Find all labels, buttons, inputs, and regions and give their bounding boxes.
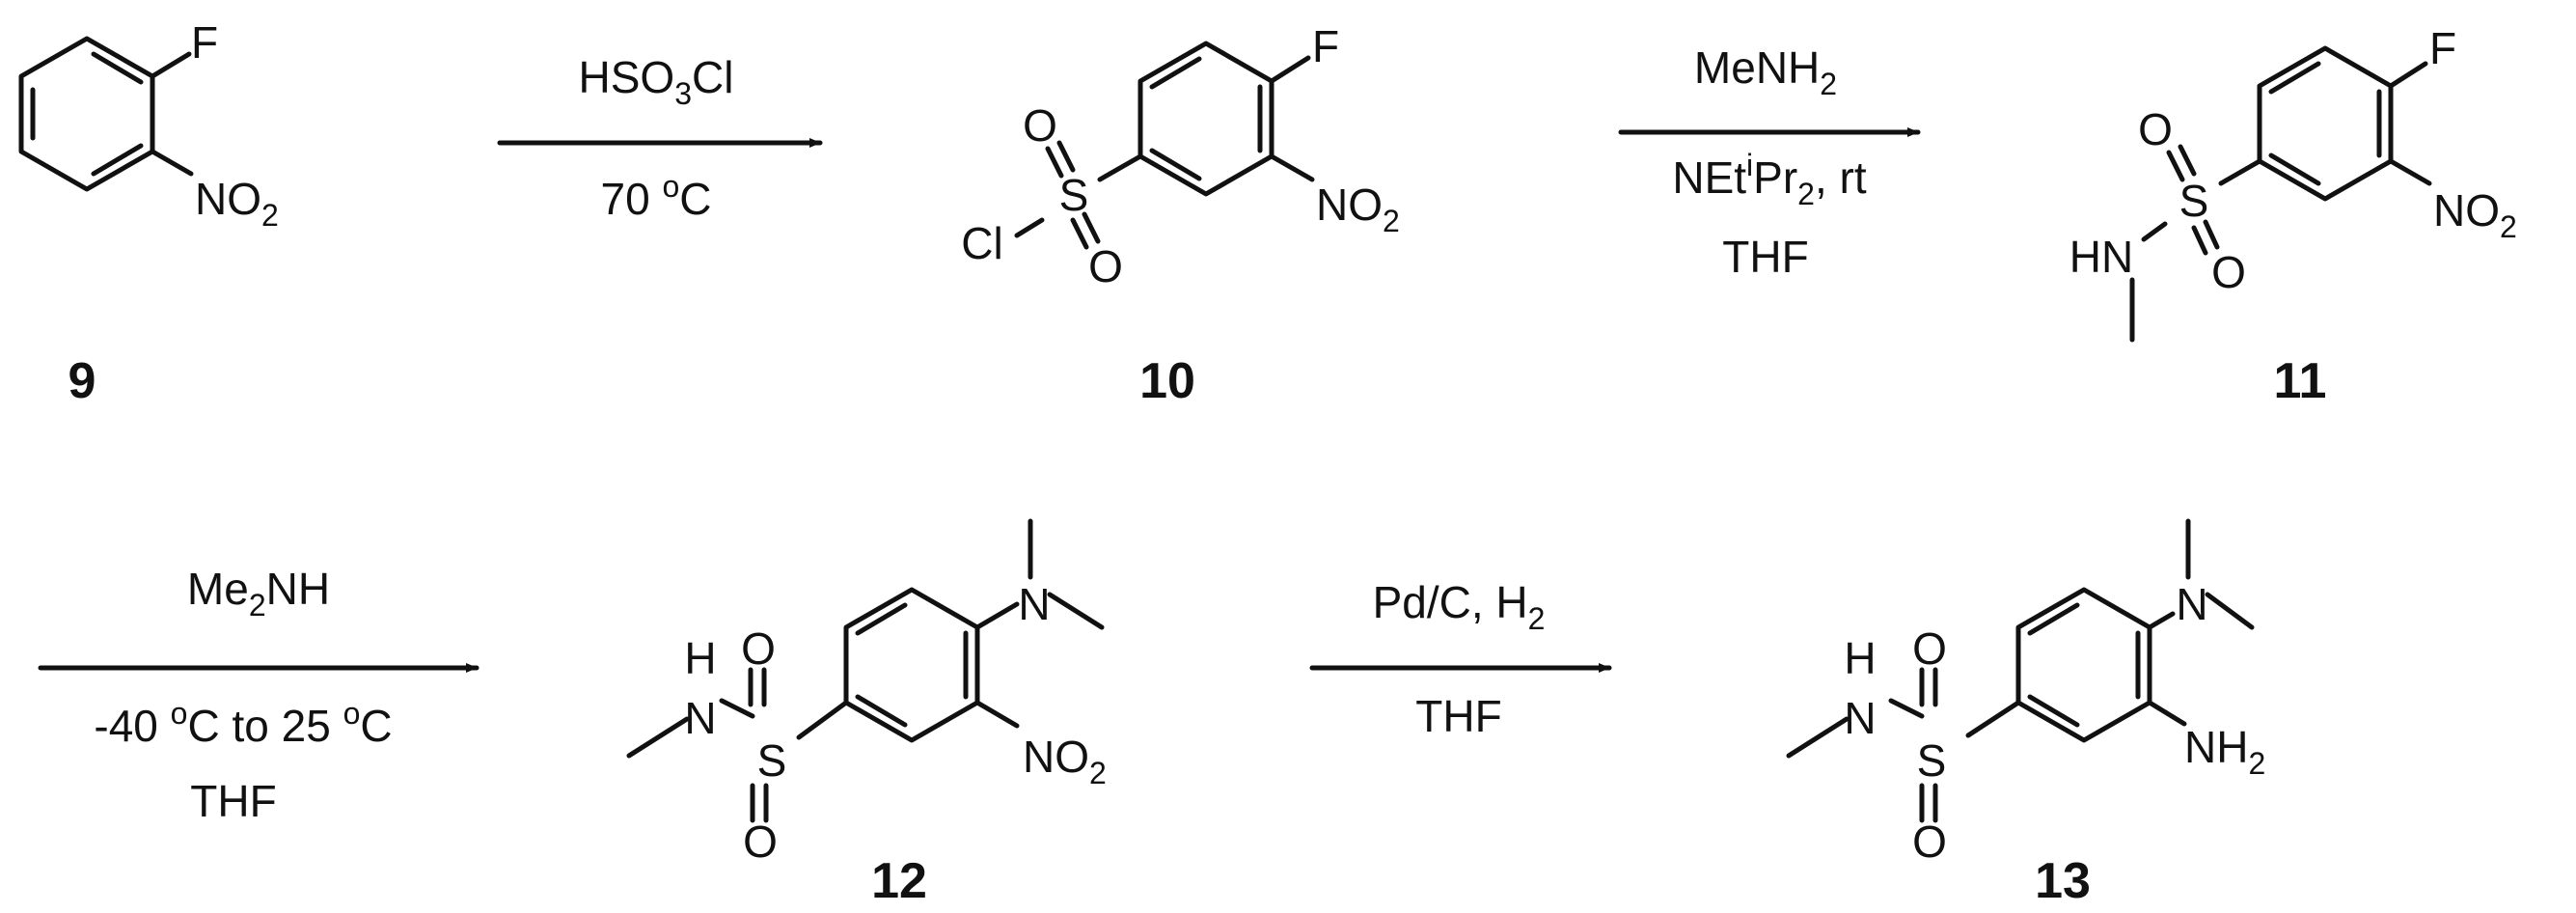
compound-9: F NO2 9 xyxy=(18,17,279,409)
atom-oxygen-bottom: O xyxy=(2211,247,2246,297)
atom-oxygen-bottom: O xyxy=(743,816,778,867)
compound-number-12: 12 xyxy=(871,853,927,909)
atom-fluorine: F xyxy=(191,17,218,68)
atom-sulfur: S xyxy=(757,735,787,786)
reaction-arrow-1: HSO3Cl 70 oC xyxy=(497,52,823,224)
atom-hydrogen: H xyxy=(1844,633,1876,683)
bond-to-dimethylamino xyxy=(2147,611,2176,630)
atom-amide-nitrogen: N xyxy=(1844,693,1876,743)
reaction-arrow-2: MeNH2 NEtiPr2, rt THF xyxy=(1618,42,1921,282)
atom-chlorine: Cl xyxy=(961,218,1002,268)
sulfonyl-bonds xyxy=(719,667,769,823)
nitro-group-label: NO2 xyxy=(195,174,279,233)
atom-fluorine: F xyxy=(1312,21,1339,71)
nitro-group-label: NO2 xyxy=(1316,180,1400,238)
atom-amide-nitrogen: N xyxy=(684,693,716,743)
ring-double-bonds xyxy=(2027,602,2141,728)
compound-number-13: 13 xyxy=(2035,853,2091,909)
ring-bonds xyxy=(1137,41,1274,197)
bond-to-nitro xyxy=(2388,158,2432,186)
bond-to-nitro xyxy=(1269,153,1315,182)
compound-11: F NO2 S O O HN 11 xyxy=(2069,23,2517,409)
nitro-group-label: NO2 xyxy=(1023,732,1107,790)
nitro-group-label: NO2 xyxy=(2433,185,2517,244)
reaction-arrow-4: Pd/C, H2 THF xyxy=(1309,577,1612,741)
atom-oxygen-bottom: O xyxy=(1912,816,1947,867)
bond-to-nitro xyxy=(150,149,194,177)
ring-bonds xyxy=(2257,45,2394,202)
atom-hydrogen: H xyxy=(684,633,716,683)
ring-bonds xyxy=(18,36,155,192)
ring-bonds xyxy=(843,587,980,743)
atom-oxygen-top: O xyxy=(1023,100,1057,151)
bond-to-sulfur xyxy=(1965,700,2021,738)
compound-number-11: 11 xyxy=(2274,353,2327,409)
bond-n-methyl xyxy=(1786,716,1850,759)
condition-label-2: THF xyxy=(1722,232,1808,282)
reagent-label: Me2NH xyxy=(187,564,330,622)
bond-to-sulfur xyxy=(1097,153,1143,182)
bond-to-fluorine xyxy=(1269,55,1311,84)
condition-label: 70 oC xyxy=(601,169,712,224)
atom-nitrogen: N xyxy=(1018,579,1050,629)
dimethylamino-methyls xyxy=(1028,518,1105,630)
atom-nitrogen: N xyxy=(2176,579,2207,629)
bond-to-dimethylamino xyxy=(974,601,1020,630)
bond-to-sulfur xyxy=(2218,158,2262,186)
atom-sulfur: S xyxy=(1917,735,1947,786)
reagent-label: MeNH2 xyxy=(1694,42,1837,101)
compound-12: N NO2 S O O H N 12 xyxy=(626,518,1107,909)
atom-amine-nh: HN xyxy=(2069,232,2133,282)
reaction-arrow-3: Me2NH -40 oC to 25 oC THF xyxy=(38,564,480,826)
ring-double-bonds xyxy=(855,602,969,728)
condition-label-2: THF xyxy=(190,776,276,826)
sulfonyl-bonds xyxy=(1888,667,1938,823)
reagent-label: Pd/C, H2 xyxy=(1373,577,1546,636)
bond-to-nitro xyxy=(974,700,1020,729)
ring-double-bonds xyxy=(2268,61,2382,186)
atom-fluorine: F xyxy=(2429,23,2456,73)
bond-to-sulfur xyxy=(796,700,849,740)
atom-sulfur: S xyxy=(2179,176,2209,226)
condition-label-1: NEtiPr2, rt xyxy=(1672,148,1866,211)
ring-double-bonds xyxy=(1149,56,1263,181)
atom-oxygen-bottom: O xyxy=(1088,241,1123,291)
atom-oxygen-top: O xyxy=(1912,623,1947,674)
bond-to-amine xyxy=(2147,700,2187,727)
bond-to-fluorine xyxy=(2388,61,2428,89)
ring-double-bonds xyxy=(30,51,144,177)
bond-n-methyl xyxy=(626,716,690,759)
reagent-label: HSO3Cl xyxy=(579,52,734,111)
condition-label: THF xyxy=(1415,691,1501,741)
bond-to-fluorine xyxy=(150,51,192,79)
compound-13: N NH2 S O O H N 13 xyxy=(1786,518,2265,909)
atom-oxygen-top: O xyxy=(2138,104,2173,154)
sulfonyl-bonds xyxy=(1014,140,1101,250)
atom-oxygen-top: O xyxy=(741,623,776,674)
amine-group-label: NH2 xyxy=(2184,722,2265,781)
compound-number-9: 9 xyxy=(69,353,96,409)
compound-10: F NO2 S O O Cl 10 xyxy=(961,21,1400,409)
condition-label-1: -40 oC to 25 oC xyxy=(94,696,392,751)
ring-bonds xyxy=(2015,587,2152,743)
compound-number-10: 10 xyxy=(1139,353,1195,409)
sulfonyl-bonds xyxy=(2141,144,2220,256)
dimethylamino-methyls xyxy=(2185,518,2255,630)
atom-sulfur: S xyxy=(1059,170,1089,220)
